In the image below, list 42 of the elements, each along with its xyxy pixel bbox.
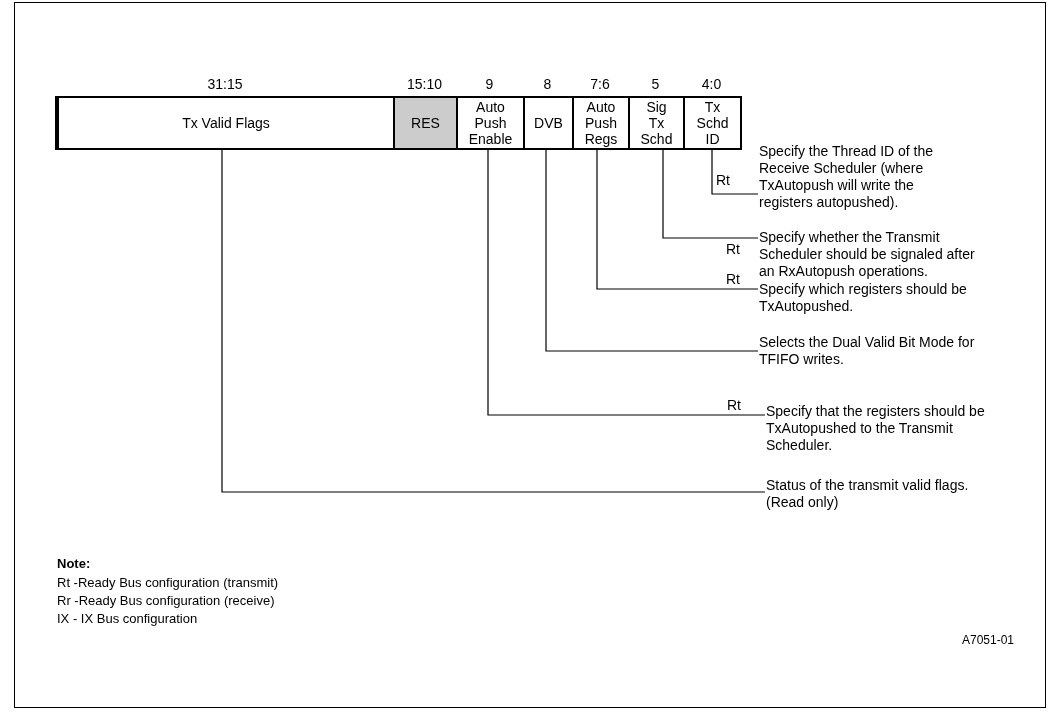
bit-range: 5 <box>650 76 661 92</box>
bit-range: 7:6 <box>589 76 611 92</box>
register-field <box>628 98 683 148</box>
edge-label: Rt <box>726 397 742 413</box>
bit-range: 15:10 <box>405 76 443 92</box>
field-description: Specify which registers should be TxAutopushed. <box>759 281 968 315</box>
field-name: RES <box>410 115 441 131</box>
field-name: Sig Tx Schd <box>639 99 674 147</box>
leader-line <box>596 147 759 290</box>
note-heading: Note: <box>57 556 91 572</box>
field-name: Auto Push Regs <box>583 99 619 147</box>
field-description: Specify that the registers should be TxAutopushed to the Transmit Scheduler. <box>766 403 986 454</box>
edge-label: Rt <box>715 172 731 188</box>
leader-line <box>487 147 766 416</box>
field-description: Specify the Thread ID of the Receive Scheduler (where TxAutopush will write the registers autopushed). <box>759 143 935 211</box>
edge-label: Rt <box>725 241 741 257</box>
register-field <box>572 98 628 148</box>
register-field <box>456 98 523 148</box>
note-text: Rr -Ready Bus configuration (receive) <box>57 593 275 609</box>
field-name: Tx Valid Flags <box>181 115 271 131</box>
field-name: Tx Schd ID <box>695 99 730 147</box>
field-name: Auto Push Enable <box>467 99 514 147</box>
leader-line <box>221 147 766 493</box>
bit-range: 8 <box>542 76 553 92</box>
note-text: Rt -Ready Bus configuration (transmit) <box>57 575 279 591</box>
field-description: Status of the transmit valid flags. (Read only) <box>766 477 970 511</box>
register-field <box>523 98 572 148</box>
note-text: IX - IX Bus configuration <box>57 611 198 627</box>
leader-line <box>662 147 759 239</box>
edge-label: Rt <box>725 271 741 287</box>
register-field <box>683 98 740 148</box>
bit-range: 31:15 <box>206 76 244 92</box>
field-description: Selects the Dual Valid Bit Mode for TFIFO writes. <box>759 334 976 368</box>
bit-range: 9 <box>484 76 495 92</box>
bit-range: 4:0 <box>700 76 723 92</box>
field-description: Specify whether the Transmit Scheduler should be signaled after an RxAutopush operations. <box>759 229 976 280</box>
field-name: DVB <box>533 115 564 131</box>
figure-id: A7051-01 <box>962 632 1015 648</box>
register-field <box>57 98 393 148</box>
leader-line <box>545 147 759 352</box>
leader-line <box>711 147 759 195</box>
reserved-field <box>393 98 456 148</box>
